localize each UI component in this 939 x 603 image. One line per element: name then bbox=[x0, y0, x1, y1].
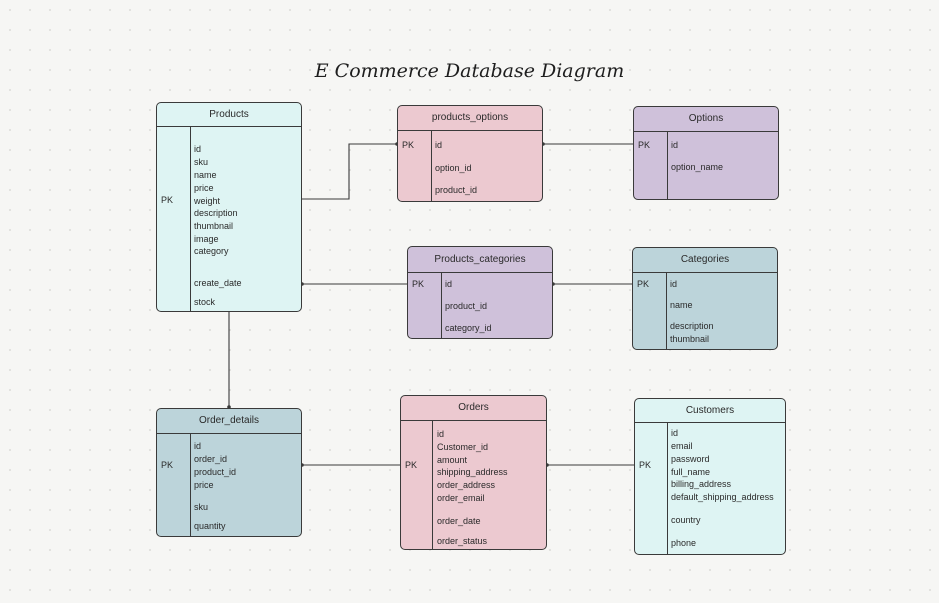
field-sku: sku bbox=[194, 157, 209, 167]
field-id: id bbox=[437, 429, 445, 439]
field-id: id bbox=[194, 441, 202, 451]
entity-header: Products bbox=[157, 103, 301, 127]
field-product-id: product_id bbox=[445, 301, 488, 311]
primary-key-label: PK bbox=[405, 460, 418, 470]
field-product-id: product_id bbox=[435, 185, 478, 195]
entity-options[interactable]: Options PK id option_name bbox=[633, 106, 779, 200]
link-endpoint-dot bbox=[227, 405, 231, 409]
entity-order-details[interactable]: Order_details PK id order_id product_id … bbox=[156, 408, 302, 537]
field-password: password bbox=[671, 454, 710, 464]
entity-header: Options bbox=[634, 107, 778, 132]
entity-orders[interactable]: Orders PK id Customer_id amount shipping… bbox=[400, 395, 547, 550]
field-quantity: quantity bbox=[194, 521, 226, 531]
field-order-date: order_date bbox=[437, 516, 481, 526]
primary-key-label: PK bbox=[638, 140, 651, 150]
field-price: price bbox=[194, 183, 214, 193]
column-divider bbox=[190, 126, 191, 311]
field-customer-id: Customer_id bbox=[437, 442, 489, 452]
primary-key-label: PK bbox=[639, 460, 652, 470]
column-divider bbox=[441, 272, 442, 338]
field-billing-address: billing_address bbox=[671, 479, 732, 489]
field-weight: weight bbox=[194, 196, 221, 206]
column-divider bbox=[432, 420, 433, 549]
field-id: id bbox=[671, 140, 679, 150]
column-divider bbox=[431, 130, 432, 201]
column-divider bbox=[190, 433, 191, 536]
column-divider bbox=[666, 272, 667, 349]
field-order-address: order_address bbox=[437, 480, 496, 490]
primary-key-label: PK bbox=[412, 279, 425, 289]
link-products-products-options bbox=[301, 143, 397, 200]
field-description: description bbox=[670, 321, 714, 331]
field-id: id bbox=[445, 279, 453, 289]
field-product-id: product_id bbox=[194, 467, 237, 477]
entity-header: Orders bbox=[401, 396, 546, 421]
entity-products[interactable]: Products PK id sku name price weight des… bbox=[156, 102, 302, 312]
field-thumbnail: thumbnail bbox=[194, 221, 234, 231]
entity-customers[interactable]: Customers PK id email password full_name… bbox=[634, 398, 786, 555]
field-amount: amount bbox=[437, 455, 468, 465]
column-divider bbox=[667, 131, 668, 199]
field-name: name bbox=[670, 300, 693, 310]
field-order-id: order_id bbox=[194, 454, 228, 464]
field-name: name bbox=[194, 170, 217, 180]
field-email: email bbox=[671, 441, 693, 451]
entity-header: Order_details bbox=[157, 409, 301, 434]
field-default-shipping-address: default_shipping_address bbox=[671, 492, 774, 502]
field-sku: sku bbox=[194, 502, 209, 512]
entity-products-categories[interactable]: Products_categories PK id product_id cat… bbox=[407, 246, 553, 339]
field-id: id bbox=[671, 428, 679, 438]
field-category: category bbox=[194, 246, 229, 256]
field-option-id: option_id bbox=[435, 163, 472, 173]
entity-header: Categories bbox=[633, 248, 777, 273]
entity-header: Products_categories bbox=[408, 247, 552, 273]
field-full-name: full_name bbox=[671, 467, 711, 477]
field-country: country bbox=[671, 515, 701, 525]
field-id: id bbox=[194, 144, 202, 154]
field-thumbnail: thumbnail bbox=[670, 334, 710, 344]
entity-header: products_options bbox=[398, 106, 542, 131]
entity-header: Customers bbox=[635, 399, 785, 423]
field-description: description bbox=[194, 208, 238, 218]
column-divider bbox=[667, 422, 668, 554]
primary-key-label: PK bbox=[637, 279, 650, 289]
field-phone: phone bbox=[671, 538, 697, 548]
field-category-id: category_id bbox=[445, 323, 492, 333]
field-id: id bbox=[435, 140, 443, 150]
field-order-email: order_email bbox=[437, 493, 485, 503]
field-price: price bbox=[194, 480, 214, 490]
field-shipping-address: shipping_address bbox=[437, 467, 508, 477]
diagram-title: E Commerce Database Diagram bbox=[314, 60, 625, 82]
field-image: image bbox=[194, 234, 219, 244]
primary-key-label: PK bbox=[161, 195, 174, 205]
field-order-status: order_status bbox=[437, 536, 488, 546]
field-id: id bbox=[670, 279, 678, 289]
primary-key-label: PK bbox=[161, 460, 174, 470]
entity-categories[interactable]: Categories PK id name description thumbn… bbox=[632, 247, 778, 350]
field-option-name: option_name bbox=[671, 162, 724, 172]
field-stock: stock bbox=[194, 297, 216, 307]
entity-products-options[interactable]: products_options PK id option_id product… bbox=[397, 105, 543, 202]
primary-key-label: PK bbox=[402, 140, 415, 150]
field-create-date: create_date bbox=[194, 278, 242, 288]
